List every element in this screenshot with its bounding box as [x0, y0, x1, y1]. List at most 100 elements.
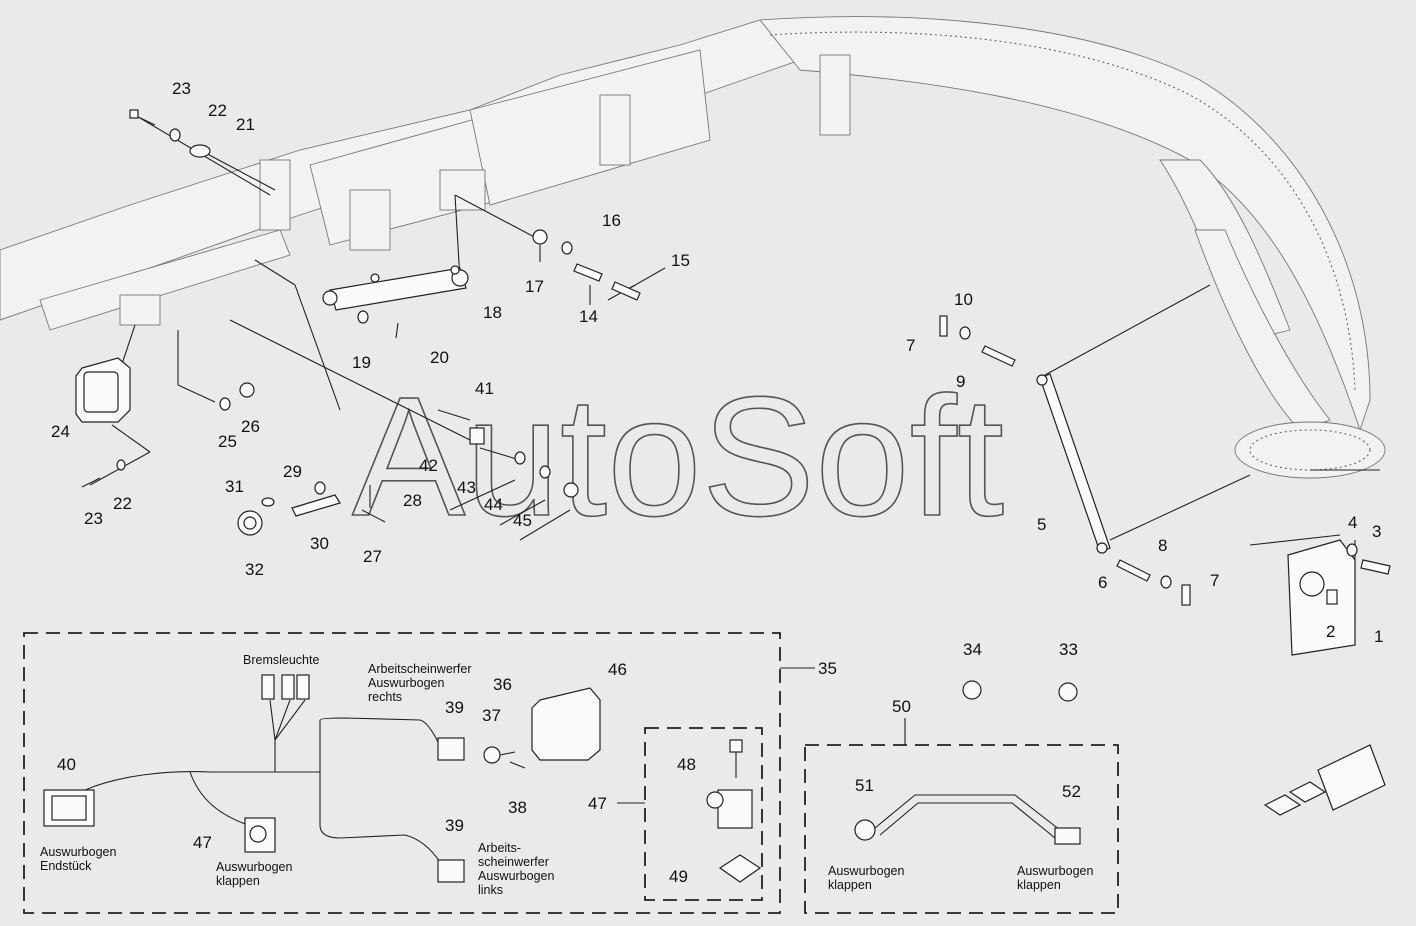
clip-7-bottom: [1181, 584, 1191, 606]
bracket-42: [469, 427, 485, 445]
gasket-49: [718, 854, 762, 883]
callout-6: 6: [1098, 573, 1107, 592]
bolt-3: [1360, 559, 1391, 575]
callout-39-top: 39: [445, 698, 464, 717]
kit-35-box: [23, 632, 781, 914]
pin-14: [573, 263, 603, 282]
callout-16: 16: [602, 211, 621, 230]
callout-43: 43: [457, 478, 476, 497]
callout-1: 1: [1374, 627, 1383, 646]
spindle-30: [291, 494, 341, 517]
callout-44: 44: [484, 495, 503, 514]
connector-47-kit: [706, 789, 753, 829]
wiring-harness: [84, 674, 441, 863]
pin-6: [1116, 559, 1151, 582]
bulb-37: [483, 746, 516, 764]
ring-31: [261, 497, 275, 507]
callout-48: 48: [677, 755, 696, 774]
callout-34: 34: [963, 640, 982, 659]
callout-35: 35: [818, 659, 837, 678]
nut-45: [563, 482, 579, 498]
washer-10: [959, 326, 971, 340]
callout-47-harness: 47: [193, 833, 212, 852]
callout-8: 8: [1158, 536, 1167, 555]
caption-arbeit-rechts-3: rechts: [368, 690, 402, 704]
callout-18: 18: [483, 303, 502, 322]
washer-29: [314, 481, 326, 495]
callout-10: 10: [954, 290, 973, 309]
washer-25: [219, 397, 231, 411]
callout-37: 37: [482, 706, 501, 725]
callout-41: 41: [475, 379, 494, 398]
caption-klappen-47-1: Auswurbogen: [216, 860, 292, 874]
callout-32: 32: [245, 560, 264, 579]
pin-27: [361, 509, 386, 523]
washer-22-bottom: [116, 459, 126, 471]
kit-50-box: [804, 744, 1119, 914]
connector-39-top: [437, 737, 465, 761]
callout-19: 19: [352, 353, 371, 372]
bolt-48: [729, 739, 743, 778]
washer-21: [189, 144, 211, 158]
clip-7-top: [939, 315, 948, 337]
clamp-34: [962, 680, 982, 700]
caption-klappen-52-2: klappen: [1017, 878, 1061, 892]
pin-9: [981, 345, 1016, 367]
lamp-24: [75, 357, 131, 423]
washer-8: [1160, 575, 1172, 589]
bolt-23-bottom: [81, 477, 101, 488]
callout-50: 50: [892, 697, 911, 716]
nut-17: [532, 229, 548, 245]
caption-arbeit-links-2: scheinwerfer: [478, 855, 549, 869]
plate-1: [1287, 539, 1356, 656]
nut-26: [239, 382, 255, 398]
washer-4: [1346, 543, 1358, 557]
caption-arbeit-links-4: links: [478, 883, 503, 897]
boom-frame: [0, 16, 1386, 479]
callout-39-bottom: 39: [445, 816, 464, 835]
caption-bremsleuchte: Bremsleuchte: [243, 653, 319, 667]
callout-28: 28: [403, 491, 422, 510]
caption-arbeit-rechts-2: Auswurbogen: [368, 676, 444, 690]
captions: Bremsleuchte Arbeitscheinwerfer Auswurbo…: [40, 653, 1093, 897]
callout-51: 51: [855, 776, 874, 795]
bolt-23-top: [129, 109, 156, 126]
hydraulic-cylinder-18: [322, 265, 469, 311]
callout-24: 24: [51, 422, 70, 441]
callout-3: 3: [1372, 522, 1381, 541]
caption-klappen-52-1: Auswurbogen: [1017, 864, 1093, 878]
knob-32: [237, 510, 263, 536]
callout-26: 26: [241, 417, 260, 436]
caption-klappen-47-2: klappen: [216, 874, 260, 888]
caption-klappen-51-2: klappen: [828, 878, 872, 892]
washer-44: [539, 465, 551, 479]
callout-42: 42: [419, 456, 438, 475]
callout-7-bottom: 7: [1210, 571, 1219, 590]
cable-50: [874, 794, 1061, 839]
callout-21: 21: [236, 115, 255, 134]
caption-arbeit-rechts-1: Arbeitscheinwerfer: [368, 662, 472, 676]
lamp-46: [531, 687, 601, 761]
callout-labels: 1 2 3 4 5 6 7 7 8 9 10 14 15 16 17 18 19…: [51, 79, 1383, 886]
socket-52: [1054, 827, 1081, 845]
callout-17: 17: [525, 277, 544, 296]
fuse-38: [509, 761, 526, 769]
connector-40: [43, 789, 95, 827]
caption-arbeit-links-3: Auswurbogen: [478, 869, 554, 883]
washer-16: [561, 241, 573, 255]
pin-20: [395, 322, 399, 339]
callout-47-kit: 47: [588, 794, 607, 813]
callout-14: 14: [579, 307, 598, 326]
bolt-15: [611, 281, 641, 301]
callout-25: 25: [218, 432, 237, 451]
direction-arrow-icon: [1263, 744, 1386, 816]
callout-36: 36: [493, 675, 512, 694]
callout-5: 5: [1037, 515, 1046, 534]
callout-22-bottom: 22: [113, 494, 132, 513]
callout-7-top: 7: [906, 336, 915, 355]
callout-31: 31: [225, 477, 244, 496]
washer-22-top: [169, 128, 181, 142]
clamp-33: [1058, 682, 1078, 702]
callout-27: 27: [363, 547, 382, 566]
